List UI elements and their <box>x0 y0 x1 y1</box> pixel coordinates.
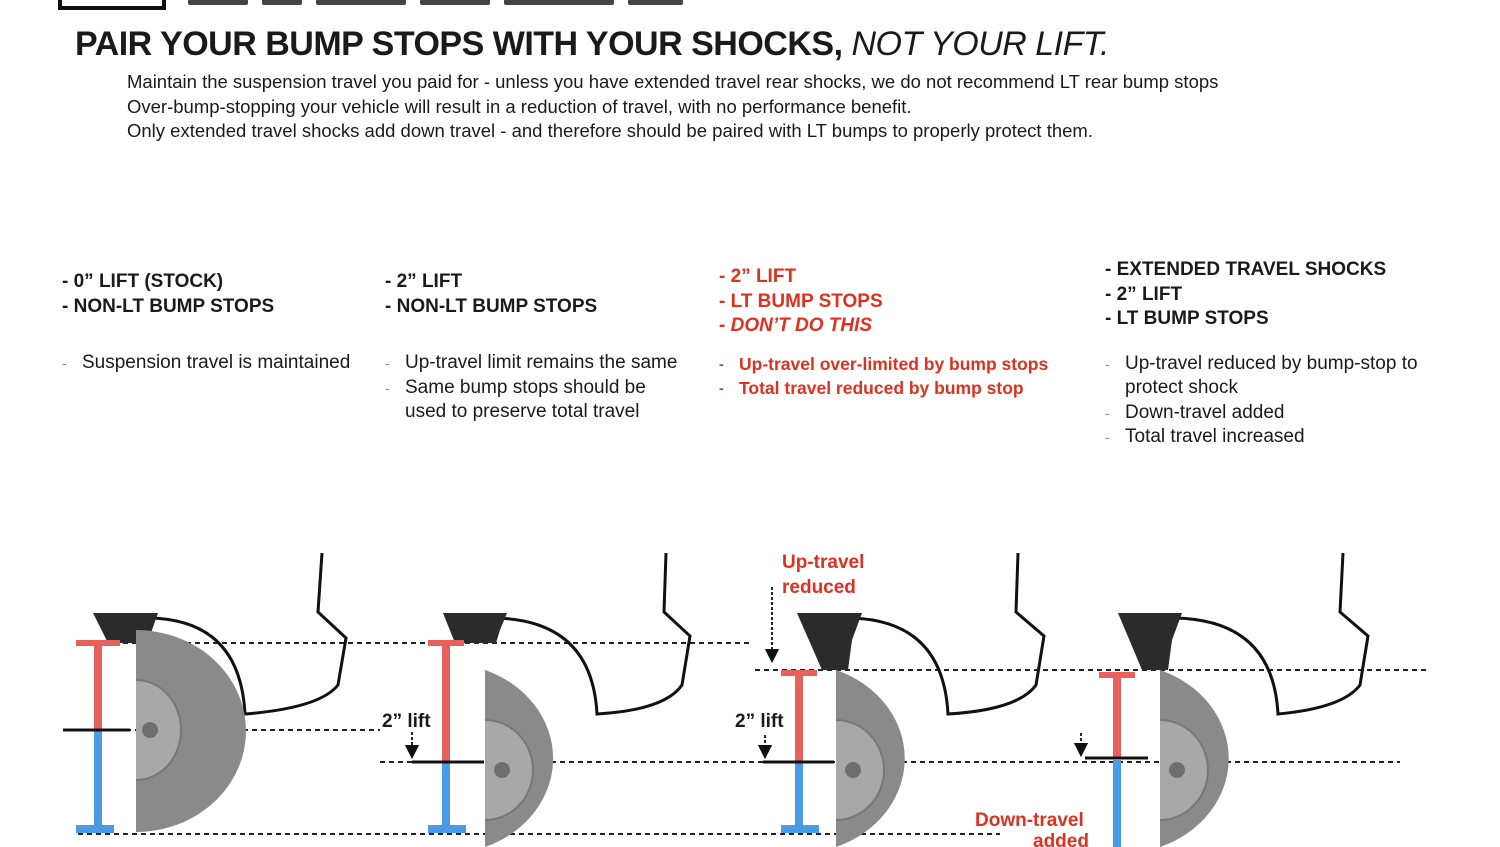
up-travel-label: reduced <box>782 577 856 598</box>
down-travel-cap <box>781 825 819 833</box>
lift-label: 2” lift <box>735 711 784 732</box>
bullet-item: Same bump stops should be used to preser… <box>385 376 685 425</box>
column-heading: - LT BUMP STOPS <box>1105 308 1269 329</box>
bullet-item: Down-travel added <box>1105 401 1445 426</box>
fender-outline <box>849 552 1046 716</box>
lt-bump-stop <box>797 613 862 670</box>
tire <box>136 630 246 832</box>
up-travel-bar <box>94 643 102 730</box>
column-headings: - 2” LIFT - NON-LT BUMP STOPS <box>385 270 705 319</box>
brand-logo <box>58 0 166 10</box>
column-bullets: Up-travel over-limited by bump stops Tot… <box>719 352 1079 401</box>
column-heading: - LT BUMP STOPS <box>719 290 883 312</box>
down-travel-label: added <box>1033 831 1089 847</box>
column-heading: - 2” LIFT <box>719 266 797 287</box>
title-emphasis: NOT YOUR LIFT. <box>842 25 1109 63</box>
up-travel-bar <box>795 670 803 762</box>
up-travel-bar <box>1113 676 1121 758</box>
column-headings: - 0” LIFT (STOCK) - NON-LT BUMP STOPS <box>62 270 422 319</box>
lift-label: 2” lift <box>382 711 431 732</box>
wheel-rim <box>484 719 534 821</box>
down-travel-bar <box>94 730 102 828</box>
intro-line: Over-bump-stopping your vehicle will res… <box>127 95 912 117</box>
wheel-rim <box>1159 719 1209 821</box>
intro-line: Maintain the suspension travel you paid … <box>127 71 1219 92</box>
bullet-item: Total travel reduced by bump stop <box>719 376 1079 401</box>
bullet-item: Up-travel limit remains the same <box>385 351 685 376</box>
fender-outline <box>1174 552 1370 716</box>
column-bullets: Up-travel reduced by bump-stop to protec… <box>1105 352 1445 450</box>
diagram-lt-bump: 2” lift Up-travel reduced <box>735 552 1046 847</box>
column-headings: - 2” LIFT - LT BUMP STOPS - DON’T DO THI… <box>719 265 1079 339</box>
page-title: PAIR YOUR BUMP STOPS WITH YOUR SHOCKS, N… <box>75 25 1109 63</box>
column-headings: - EXTENDED TRAVEL SHOCKS - 2” LIFT - LT … <box>1105 258 1485 332</box>
down-travel-cap <box>428 825 466 833</box>
down-travel-bar <box>442 762 450 828</box>
bullet-item: Suspension travel is maintained <box>62 351 422 376</box>
fender-outline <box>149 552 348 716</box>
diagram-extended-travel: Down-travel added <box>975 552 1370 847</box>
up-travel-cap <box>76 640 120 646</box>
column-2in-lift: - 2” LIFT - NON-LT BUMP STOPS Up-travel … <box>385 270 705 425</box>
cropped-header-text <box>188 0 738 6</box>
column-bullets: Suspension travel is maintained <box>62 351 422 376</box>
up-travel-bar <box>442 643 450 762</box>
fender-outline <box>494 552 692 716</box>
down-travel-cap <box>76 825 114 833</box>
column-bullets: Up-travel limit remains the same Same bu… <box>385 351 685 425</box>
column-heading: - NON-LT BUMP STOPS <box>385 295 598 317</box>
up-travel-cap <box>781 670 817 676</box>
warning-heading: - DON’T DO THIS <box>719 315 873 336</box>
column-heading: - 0” LIFT (STOCK) <box>62 271 224 292</box>
up-travel-cap <box>1099 672 1135 678</box>
bullet-item: Up-travel reduced by bump-stop to protec… <box>1105 352 1445 401</box>
up-travel-label: Up-travel <box>782 552 864 573</box>
diagram-stock <box>63 552 348 833</box>
intro-line: Only extended travel shocks add down tra… <box>127 120 1093 141</box>
column-heading: - 2” LIFT <box>385 271 463 292</box>
wheel-rim <box>835 719 885 821</box>
up-travel-cap <box>428 640 464 646</box>
column-stock: - 0” LIFT (STOCK) - NON-LT BUMP STOPS Su… <box>62 270 422 376</box>
down-travel-bar <box>1113 760 1121 847</box>
diagram-2in-lift: 2” lift <box>382 552 692 847</box>
down-travel-label: Down-travel <box>975 810 1084 831</box>
wheel-rim <box>135 679 182 781</box>
bullet-item: Up-travel over-limited by bump stops <box>719 352 1079 377</box>
column-heading: - NON-LT BUMP STOPS <box>62 295 275 317</box>
column-heading: - 2” LIFT <box>1105 283 1183 305</box>
down-travel-bar <box>795 762 803 828</box>
intro-text: Maintain the suspension travel you paid … <box>127 70 1218 144</box>
column-extended-travel: - EXTENDED TRAVEL SHOCKS - 2” LIFT - LT … <box>1105 258 1485 450</box>
column-heading: - EXTENDED TRAVEL SHOCKS <box>1105 259 1387 280</box>
bullet-item: Total travel increased <box>1105 425 1445 450</box>
bump-stop <box>443 613 507 643</box>
column-dont-do-this: - 2” LIFT - LT BUMP STOPS - DON’T DO THI… <box>719 265 1079 401</box>
lt-bump-stop <box>1118 613 1182 670</box>
